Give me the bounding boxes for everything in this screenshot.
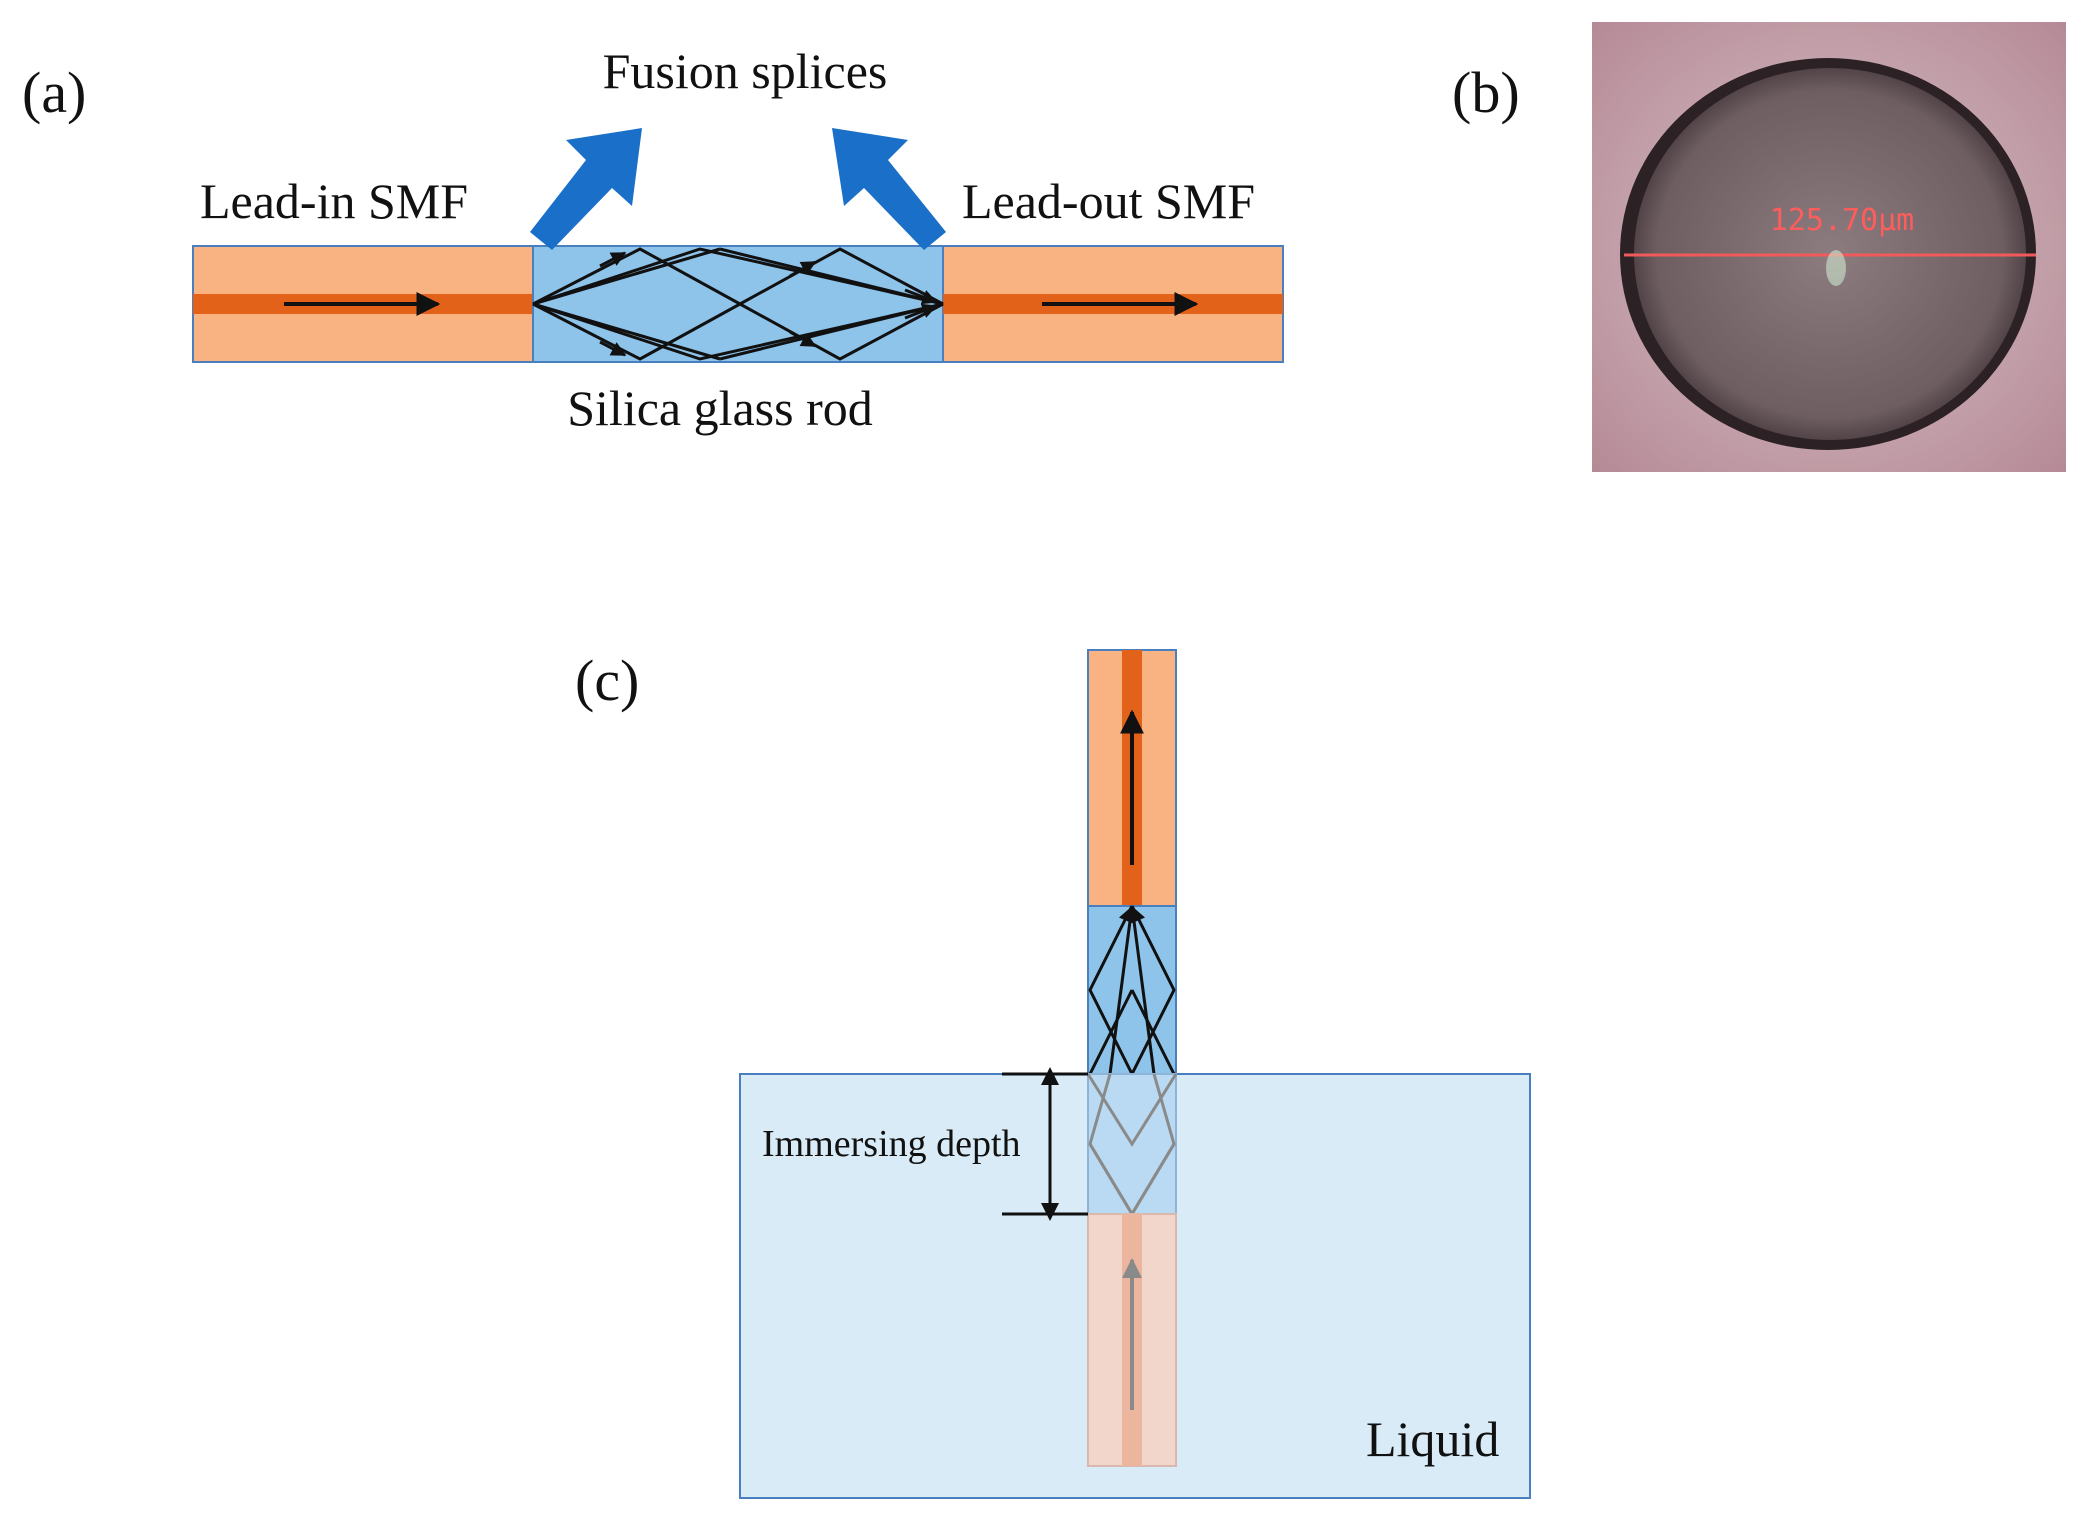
liquid-label: Liquid — [1366, 1411, 1499, 1467]
immersing-depth-indicator — [1002, 1067, 1088, 1221]
panel-a-tag: (a) — [22, 60, 86, 125]
panel-b: (b) 125.70μm — [1452, 22, 2066, 472]
rod-rays-immersed — [1086, 1073, 1178, 1215]
diameter-readout: 125.70μm — [1770, 203, 1915, 238]
core-glint — [1826, 250, 1846, 286]
immersing-depth-label: Immersing depth — [762, 1123, 1021, 1165]
fusion-splices-label: Fusion splices — [603, 43, 888, 99]
silica-glass-rod-label: Silica glass rod — [567, 380, 873, 436]
lead-out-smf-label: Lead-out SMF — [962, 173, 1255, 229]
panel-c-tag: (c) — [575, 648, 639, 713]
panel-b-tag: (b) — [1452, 60, 1520, 125]
panel-c: (c) — [575, 648, 1531, 1499]
fusion-splice-arrow-right — [832, 128, 946, 250]
rod-rays-above — [1088, 905, 1176, 1075]
rod-light-rays — [532, 247, 944, 361]
lead-in-smf-label: Lead-in SMF — [200, 173, 468, 229]
fusion-splice-arrow-left — [530, 128, 642, 250]
panel-a: (a) Fusion splices Lead-in SMF Lead-out … — [22, 43, 1284, 436]
